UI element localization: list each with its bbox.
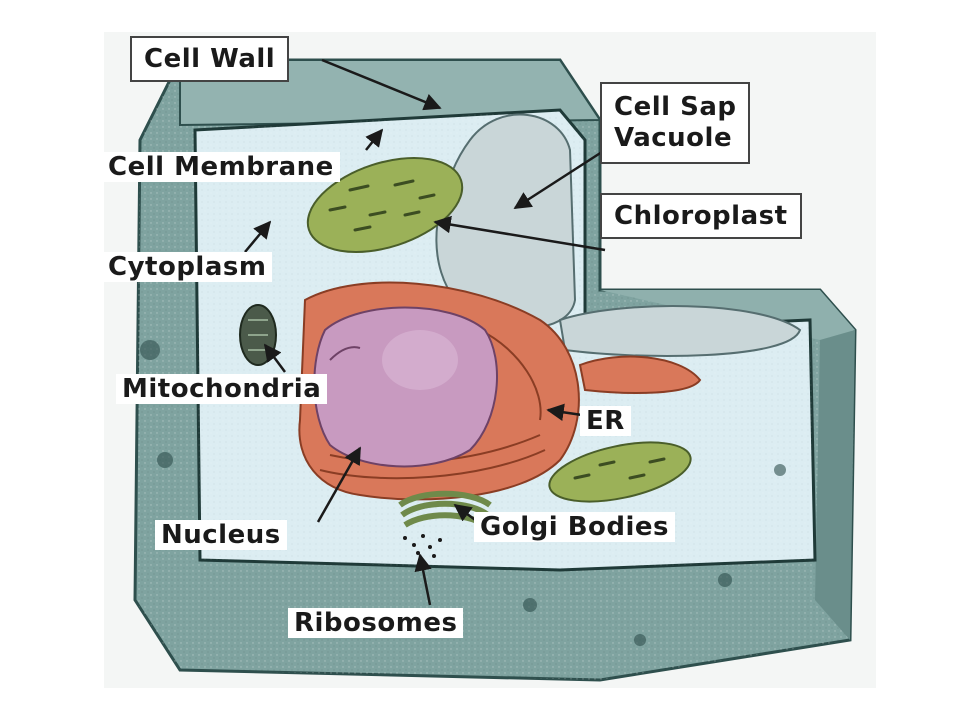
label-cell-sap: Cell Sap [614, 92, 737, 122]
label-cell-sap-vacuole: Cell Sap Vacuole [600, 82, 751, 165]
arrow-vacuole [513, 148, 606, 210]
arrow-cell-membrane [365, 128, 384, 151]
arrow-nucleus [316, 446, 362, 523]
arrow-cell-wall [321, 58, 442, 111]
arrow-chloroplast [433, 215, 606, 252]
label-cell-membrane: Cell Membrane [102, 152, 340, 182]
mitochondrion [239, 304, 277, 366]
label-mitochondria: Mitochondria [116, 374, 328, 404]
arrow-ribosomes [414, 553, 432, 606]
label-cell-wall: Cell Wall [130, 36, 290, 82]
label-er: ER [580, 406, 631, 436]
wall-texture-dots [140, 340, 786, 646]
label-golgi-bodies: Golgi Bodies [474, 512, 676, 542]
label-vacuole: Vacuole [614, 123, 733, 154]
arrow-cytoplasm [244, 220, 272, 253]
chloroplast-top [306, 157, 464, 253]
label-nucleus: Nucleus [155, 520, 287, 550]
ribosomes-dots [403, 534, 442, 558]
arrow-mitochondria [263, 343, 287, 373]
chloroplast-bottom [548, 441, 692, 503]
leader-arrows [244, 58, 606, 606]
label-cytoplasm: Cytoplasm [102, 252, 273, 282]
nucleus [313, 306, 498, 468]
label-chloroplast: Chloroplast [600, 193, 802, 239]
label-ribosomes: Ribosomes [288, 608, 464, 638]
arrow-er [546, 403, 583, 421]
